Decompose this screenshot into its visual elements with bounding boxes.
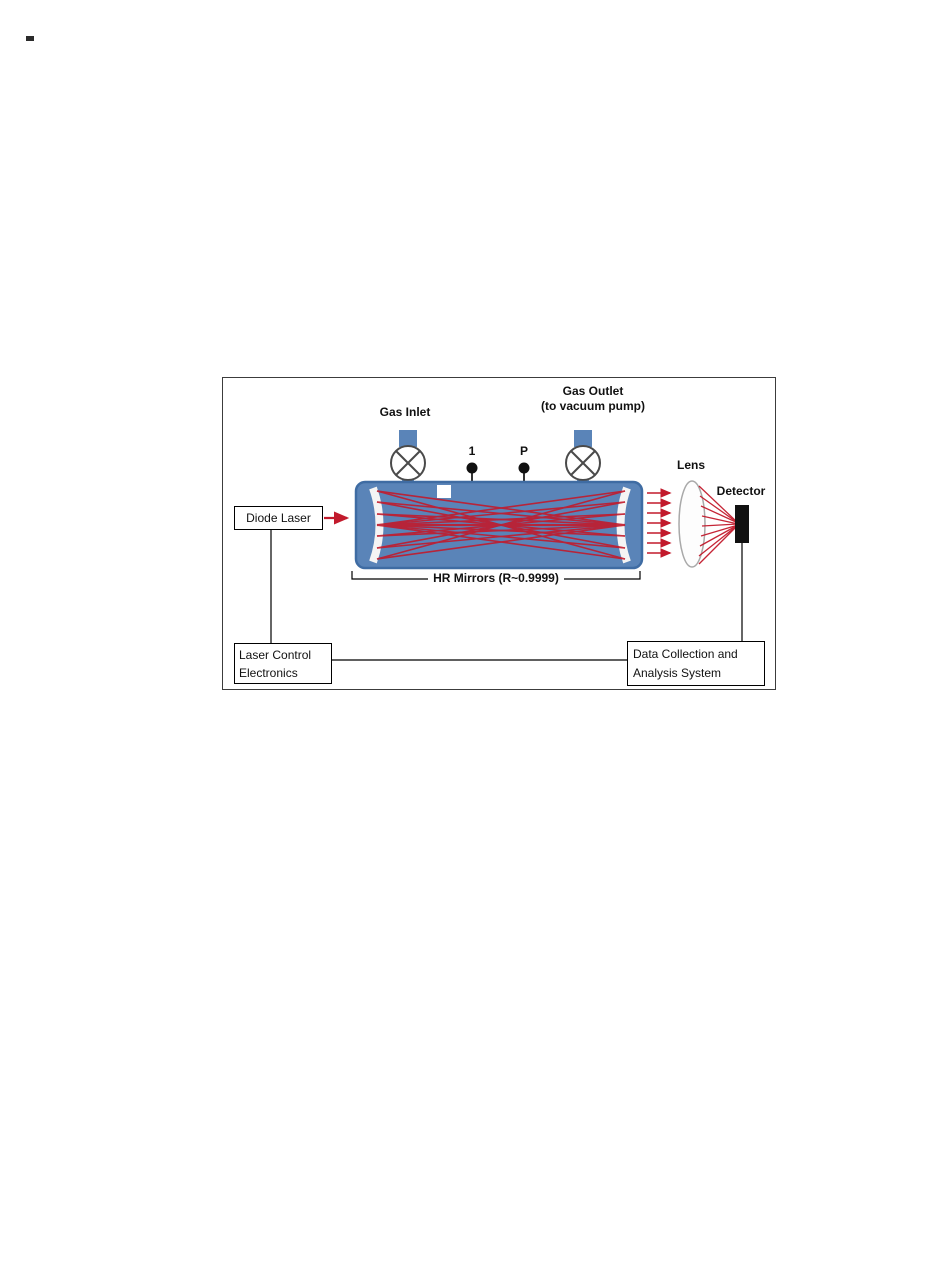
laser-control-electronics-box: Laser Control Electronics — [234, 643, 332, 684]
sensor-p-label: P — [519, 444, 528, 458]
laser-control-line2: Electronics — [239, 666, 298, 680]
gas-outlet-label: Gas Outlet (to vacuum pump) — [508, 384, 678, 414]
lens-label: Lens — [676, 458, 705, 472]
lens-shape — [678, 480, 706, 568]
detector-label: Detector — [716, 484, 766, 498]
hr-mirrors-label: HR Mirrors (R~0.9999) — [352, 571, 640, 586]
diagram-graphics — [270, 430, 749, 661]
sensor-p-port — [518, 462, 530, 483]
gas-inlet-pipe — [399, 430, 417, 447]
focused-rays — [698, 485, 739, 565]
entry-window — [437, 485, 451, 498]
gas-inlet-valve-icon — [390, 445, 426, 481]
gas-inlet-label: Gas Inlet — [379, 405, 431, 419]
detector-shape — [735, 505, 749, 543]
connector-wires — [270, 530, 743, 661]
laser-control-line1: Laser Control — [239, 648, 312, 662]
data-collection-line1: Data Collection and — [633, 647, 738, 661]
diagram-panel: Gas Inlet Gas Outlet (to vacuum pump) 1 … — [222, 377, 776, 690]
gas-outlet-valve-icon — [565, 445, 601, 481]
diode-laser-box: Diode Laser — [234, 506, 323, 530]
gas-outlet-label-line2: (to vacuum pump) — [541, 399, 645, 413]
gas-outlet-pipe — [574, 430, 592, 447]
gas-outlet-label-line1: Gas Outlet — [562, 384, 624, 398]
sensor-1-port — [466, 462, 478, 483]
cavity-beam-pattern — [376, 490, 626, 560]
output-ray-arrows — [647, 488, 672, 558]
data-collection-line2: Analysis System — [633, 666, 722, 680]
data-collection-box: Data Collection and Analysis System — [627, 641, 765, 686]
scan-artifact-mark — [26, 36, 34, 41]
sensor-1-label: 1 — [468, 444, 476, 458]
